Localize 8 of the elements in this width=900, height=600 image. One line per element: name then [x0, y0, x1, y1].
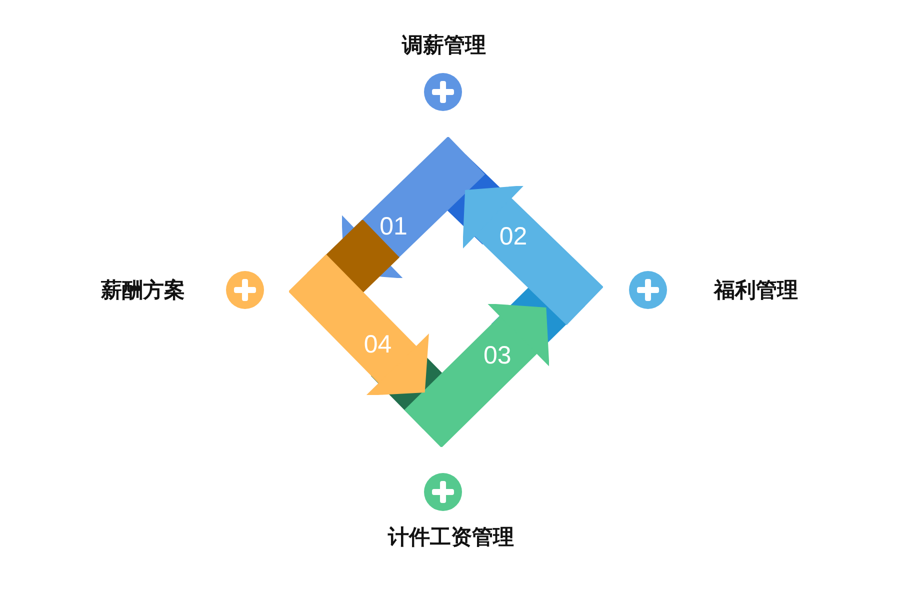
- category-label: 计件工资管理: [388, 525, 514, 551]
- step-number: 04: [364, 330, 392, 360]
- step-number: 02: [499, 222, 528, 252]
- category-label: 福利管理: [714, 278, 798, 304]
- step-number: 01: [380, 212, 408, 242]
- category-label: 薪酬方案: [101, 278, 185, 304]
- category-label: 调薪管理: [402, 33, 486, 59]
- step-number: 03: [483, 341, 512, 370]
